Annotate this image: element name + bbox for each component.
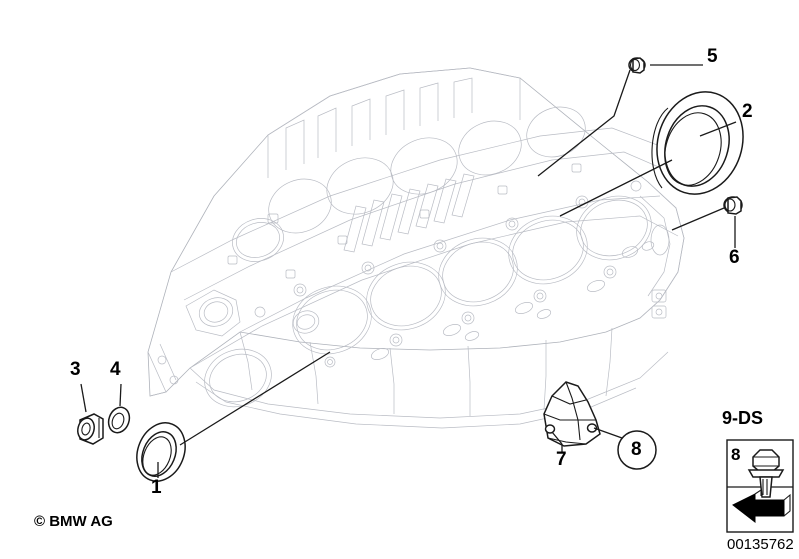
part-5-dowel-pin-upper: [628, 57, 646, 74]
callout-label-7: 7: [556, 449, 567, 470]
legend-part-number: 00135762: [727, 536, 794, 553]
block-arrow-left-icon: [732, 488, 791, 524]
legend-box: [726, 439, 794, 533]
part-6-dowel-pin-lower: [723, 196, 743, 215]
part-1-shaft-seal-front: [136, 422, 186, 482]
part-2-shaft-seal-rear: [651, 91, 744, 195]
hex-flange-bolt-icon: [747, 449, 785, 498]
legend-bolt-number: 8: [731, 445, 741, 464]
copyright-notice: © BMW AG: [34, 513, 113, 530]
callout-label-8: 8: [631, 439, 642, 460]
leader-lines: [80, 64, 737, 478]
callout-label-2: 2: [742, 101, 753, 122]
callout-label-6: 6: [729, 247, 740, 268]
callout-label-3: 3: [70, 359, 81, 380]
callout-label-5: 5: [707, 46, 718, 67]
engine-block-drawing: [147, 67, 685, 429]
callout-label-4: 4: [110, 359, 121, 380]
part-7-bracket: [543, 381, 601, 447]
part-4-gasket-ring: [107, 406, 131, 434]
callout-label-1: 1: [151, 477, 162, 498]
legend-title: 9-DS: [722, 408, 764, 428]
part-3-sealing-plug: [77, 413, 104, 445]
